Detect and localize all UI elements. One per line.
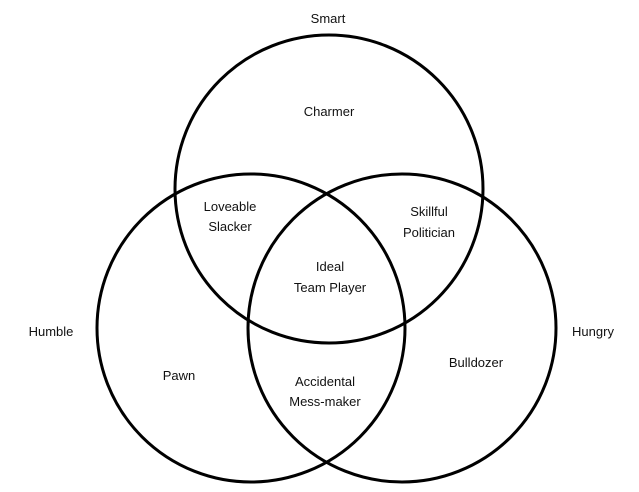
label-hungry: Hungry <box>572 324 614 339</box>
region-pawn: Pawn <box>163 368 196 383</box>
region-accidental-mess-maker-line1: Accidental <box>295 374 355 389</box>
region-loveable-slacker-line2: Slacker <box>208 219 252 234</box>
region-accidental-mess-maker-line2: Mess-maker <box>289 394 361 409</box>
region-loveable-slacker-line1: Loveable <box>204 199 257 214</box>
hungry-circle <box>246 172 558 484</box>
region-ideal-team-player-line2: Team Player <box>294 280 367 295</box>
region-ideal-team-player-line1: Ideal <box>316 259 344 274</box>
label-humble: Humble <box>29 324 74 339</box>
region-skillful-politician-line2: Politician <box>403 225 455 240</box>
smart-circle <box>173 33 485 345</box>
region-charmer: Charmer <box>304 104 355 119</box>
label-smart: Smart <box>311 11 346 26</box>
humble-circle <box>95 172 407 484</box>
region-skillful-politician-line1: Skillful <box>410 204 448 219</box>
region-bulldozer: Bulldozer <box>449 355 504 370</box>
